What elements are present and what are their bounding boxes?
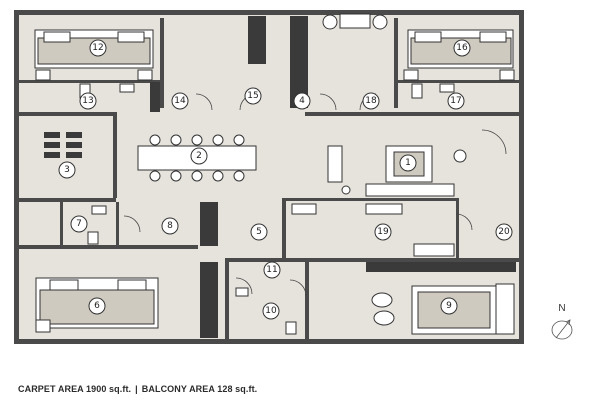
room-label-4: 4 (293, 92, 311, 110)
room-label-14: 14 (171, 92, 189, 110)
room-label-circle (244, 87, 262, 105)
room-label-7: 7 (70, 215, 88, 233)
kitchen-counter (291, 203, 455, 257)
room-label-text: 3 (64, 165, 70, 175)
room-label-3: 3 (58, 161, 76, 179)
area-caption: CARPET AREA 1900 sq.ft.|BALCONY AREA 128… (18, 384, 257, 394)
bed-9 (371, 283, 515, 335)
room-label-circle (440, 297, 458, 315)
room-label-text: 14 (174, 96, 186, 106)
room-label-circle (89, 39, 107, 57)
interior-walls (18, 18, 519, 340)
room-label-text: 2 (196, 151, 202, 161)
room-label-text: 12 (92, 43, 103, 53)
room-label-circle (171, 92, 189, 110)
room-label-text: 19 (377, 227, 389, 237)
room-label-text: 15 (247, 91, 258, 101)
room-label-5: 5 (250, 223, 268, 241)
room-label-circle (399, 154, 417, 172)
room-label-text: 13 (82, 96, 93, 106)
room-label-18: 18 (362, 92, 380, 110)
room-label-1: 1 (399, 154, 417, 172)
room-label-17: 17 (447, 92, 465, 110)
room-label-circle (161, 217, 179, 235)
room-label-circle (190, 147, 208, 165)
compass-north-label: N (558, 303, 565, 314)
room-label-text: 7 (76, 219, 82, 229)
room-label-circle (250, 223, 268, 241)
compass-rose: N (551, 303, 573, 340)
room-label-circle (79, 92, 97, 110)
room-label-13: 13 (79, 92, 97, 110)
room-label-text: 5 (256, 227, 262, 237)
room-label-circle (70, 215, 88, 233)
lobby-furniture (322, 13, 388, 30)
bed-16 (403, 29, 515, 81)
caption-separator: | (135, 384, 138, 394)
room-label-8: 8 (161, 217, 179, 235)
room-label-text: 18 (365, 96, 377, 106)
room-label-text: 4 (299, 96, 305, 106)
stair-shafts (150, 16, 516, 338)
room-label-2: 2 (190, 147, 208, 165)
room-label-19: 19 (374, 223, 392, 241)
room-label-16: 16 (453, 39, 471, 57)
room-label-circle (495, 223, 513, 241)
room-label-text: 20 (498, 227, 510, 237)
room-label-circle (374, 223, 392, 241)
room-label-6: 6 (88, 297, 106, 315)
room-label-text: 6 (94, 301, 100, 311)
room-label-circle (447, 92, 465, 110)
room-label-circle (362, 92, 380, 110)
balcony-area-text: BALCONY AREA 128 sq.ft. (141, 384, 258, 394)
room-label-circle (263, 261, 281, 279)
room-label-text: 16 (456, 43, 468, 53)
room-label-text: 10 (265, 306, 277, 316)
room-label-circle (58, 161, 76, 179)
room-label-circle (262, 302, 280, 320)
carpet-area-text: CARPET AREA 1900 sq.ft. (18, 384, 132, 394)
room-label-12: 12 (89, 39, 107, 57)
room-label-text: 17 (450, 96, 461, 106)
outer-walls (14, 10, 524, 344)
room-label-20: 20 (495, 223, 513, 241)
room-label-text: 9 (446, 301, 452, 311)
room-label-text: 1 (405, 158, 411, 168)
room-label-circle (88, 297, 106, 315)
storage-blocks (44, 132, 82, 158)
room-label-11: 11 (263, 261, 281, 279)
room-label-text: 8 (167, 221, 173, 231)
room-label-circle (453, 39, 471, 57)
room-label-text: 11 (266, 265, 277, 275)
room-label-10: 10 (262, 302, 280, 320)
room-label-circle (293, 92, 311, 110)
room-label-15: 15 (244, 87, 262, 105)
room-label-9: 9 (440, 297, 458, 315)
